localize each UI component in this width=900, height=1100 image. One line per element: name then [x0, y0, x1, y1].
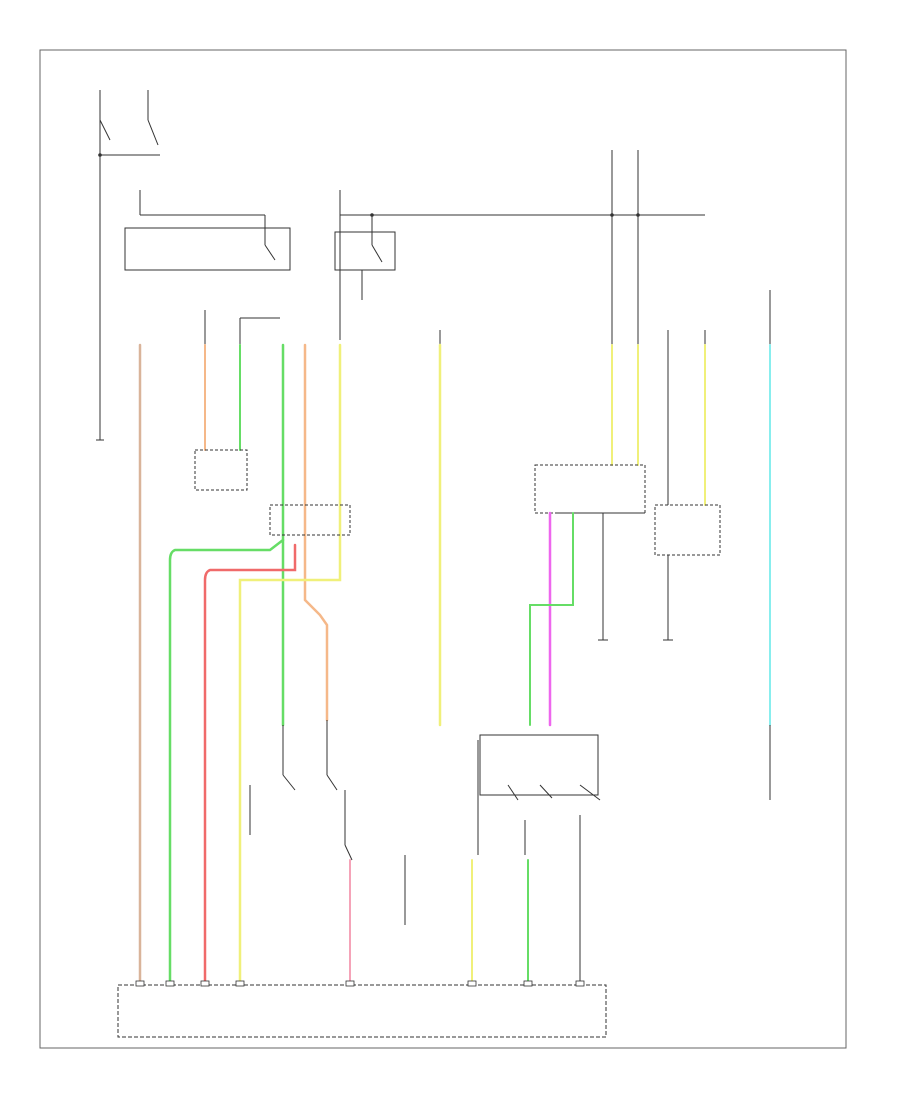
left-module-box: [194, 449, 248, 491]
wire-orange-main: [303, 343, 329, 722]
center-relay-box: [334, 190, 705, 340]
far-right-module-box: [654, 504, 721, 556]
right-module-box: [534, 464, 646, 514]
wire-green-right: [529, 512, 574, 726]
page-border: [39, 49, 847, 1049]
wire-green-main: [168, 343, 285, 987]
ignition-switch-group: [98, 90, 160, 440]
upper-relay-box: [124, 190, 291, 271]
wire-red: [203, 543, 297, 987]
ground-symbols: [96, 439, 673, 641]
wire-yellow-left: [238, 343, 342, 987]
center-module-box: [269, 504, 351, 536]
lower-right-switches: [477, 734, 601, 860]
bottom-control-module: [117, 984, 607, 1038]
bottom-module-pins: [135, 980, 585, 987]
lower-center-switches: [249, 720, 353, 861]
